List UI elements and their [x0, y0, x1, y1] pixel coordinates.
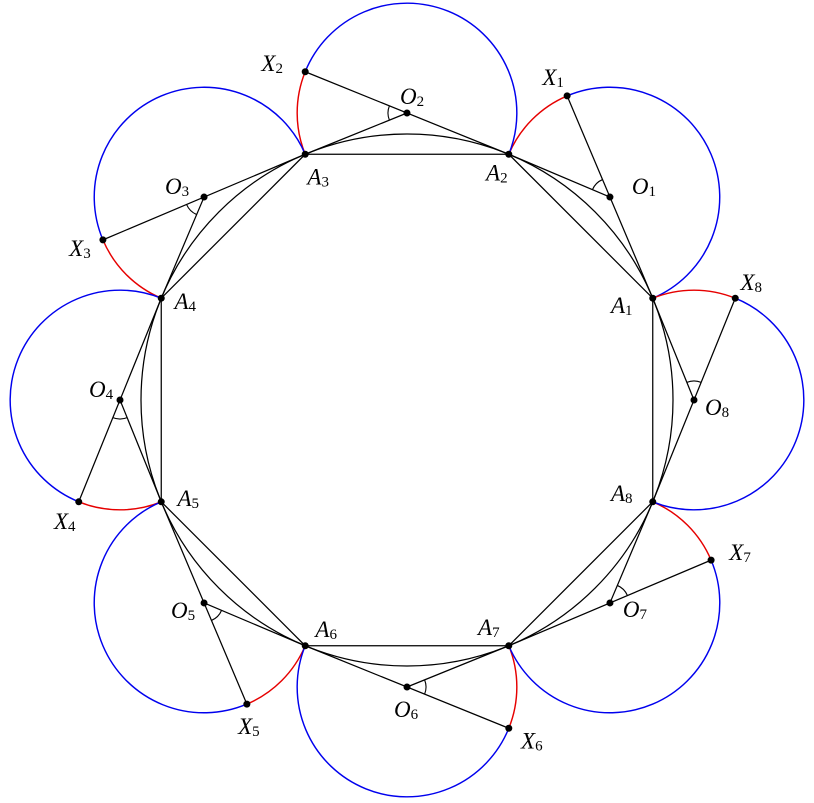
angle-mark-O6: [424, 679, 427, 695]
outer-arc-circle-1: [566, 86, 721, 299]
short-arc-circle-2: [296, 71, 306, 155]
label-X2: X2: [260, 50, 283, 77]
outer-arc-circle-6: [296, 645, 510, 798]
label-A3: A3: [305, 164, 329, 191]
radius-O2-A3: [304, 112, 408, 155]
angle-mark-O4: [112, 417, 128, 420]
label-X1: X1: [541, 64, 564, 91]
angle-mark-O1: [591, 179, 603, 190]
label-X8: X8: [739, 270, 762, 297]
radius-O4-A5: [119, 399, 162, 503]
label-X5: X5: [237, 714, 260, 741]
angle-mark-O3: [186, 204, 197, 216]
label-X4: X4: [53, 508, 76, 535]
label-A4: A4: [172, 289, 196, 316]
point-X1: [563, 92, 571, 100]
short-arc-circle-4: [78, 501, 162, 511]
point-X3: [99, 236, 107, 244]
point-A6: [301, 642, 309, 650]
label-A1: A1: [609, 293, 633, 320]
point-O3: [200, 193, 208, 201]
outer-arc-circle-3: [93, 86, 306, 241]
point-O2: [403, 109, 411, 117]
short-arc-circle-1: [508, 95, 568, 155]
label-A8: A8: [609, 480, 633, 507]
label-O8: O8: [705, 395, 729, 422]
label-X3: X3: [68, 235, 91, 262]
point-X2: [301, 68, 309, 76]
outer-arc-circle-7: [508, 559, 721, 714]
point-A8: [649, 498, 657, 506]
outer-arc-circle-8: [652, 297, 805, 511]
point-O8: [690, 396, 698, 404]
outer-arc-circle-5: [93, 501, 248, 714]
label-O4: O4: [89, 377, 114, 404]
point-X6: [505, 724, 513, 732]
angle-mark-O8: [686, 380, 702, 383]
outer-arc-circle-2: [304, 2, 518, 155]
angle-mark-O5: [211, 610, 223, 621]
label-O1: O1: [632, 174, 656, 201]
radius-O7-A8: [609, 501, 654, 604]
short-arc-circle-6: [508, 645, 518, 729]
short-arc-circle-7: [652, 501, 712, 561]
label-A2: A2: [484, 160, 508, 187]
radius-O1-A2: [508, 153, 611, 198]
chord-A5-A6: [160, 501, 306, 647]
point-O7: [606, 599, 614, 607]
label-A7: A7: [476, 614, 500, 641]
short-arc-circle-5: [246, 645, 306, 705]
angle-mark-O2: [387, 105, 390, 121]
point-O6: [403, 683, 411, 691]
label-A5: A5: [175, 485, 199, 512]
radius-O5-A6: [203, 602, 306, 647]
radius-O3-A4: [160, 196, 205, 299]
radius-O8-A1: [652, 297, 695, 401]
point-X4: [75, 498, 83, 506]
point-X5: [243, 700, 251, 708]
label-X7: X7: [728, 540, 751, 567]
short-arc-circle-3: [102, 239, 162, 299]
point-O5: [200, 599, 208, 607]
chord-A1-A2: [508, 153, 654, 299]
point-X8: [731, 294, 739, 302]
point-X7: [707, 556, 715, 564]
point-O1: [606, 193, 614, 201]
label-A6: A6: [313, 616, 337, 643]
angle-mark-O7: [617, 584, 628, 596]
point-A7: [505, 642, 513, 650]
point-A1: [649, 294, 657, 302]
point-A5: [157, 498, 165, 506]
label-O7: O7: [623, 596, 648, 623]
point-A4: [157, 294, 165, 302]
chord-A3-A4: [160, 153, 306, 299]
point-A2: [505, 150, 513, 158]
label-O3: O3: [165, 174, 189, 201]
label-O6: O6: [394, 697, 419, 724]
short-arc-circle-8: [652, 289, 736, 299]
chord-A7-A8: [508, 501, 654, 647]
big-circle: [140, 133, 674, 667]
outer-arc-circle-4: [9, 289, 162, 503]
point-O4: [116, 396, 124, 404]
label-X6: X6: [520, 728, 543, 755]
label-O5: O5: [171, 597, 195, 624]
label-O2: O2: [400, 84, 424, 111]
radius-O6-A7: [406, 645, 510, 688]
point-A3: [301, 150, 309, 158]
